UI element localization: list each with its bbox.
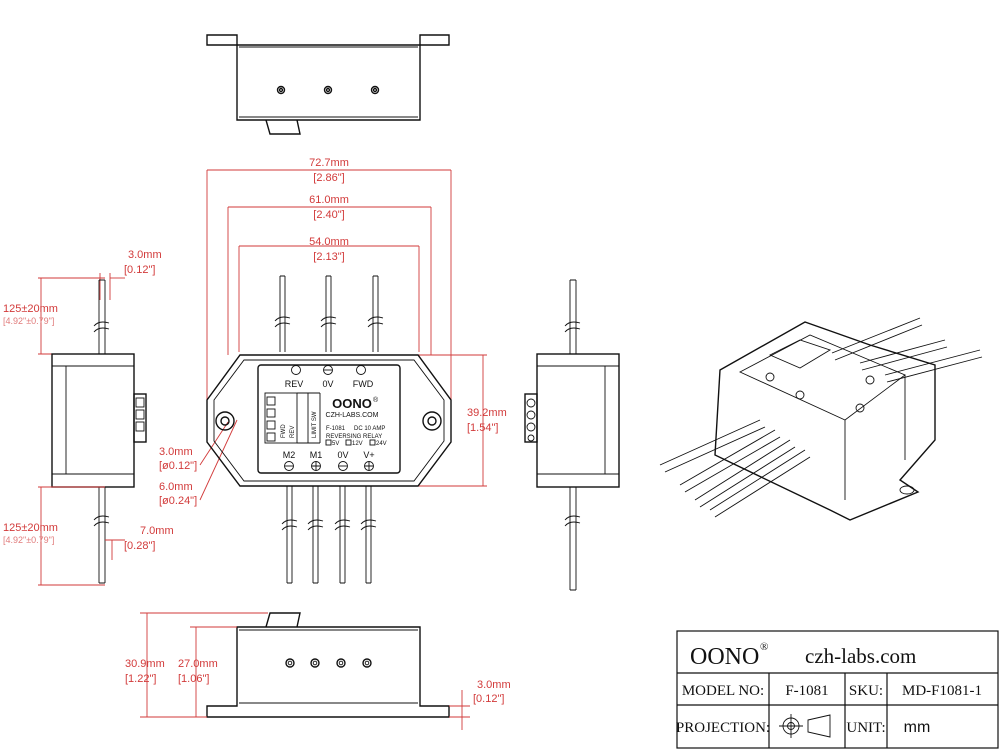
dim-wire-span: 54.0mm [309, 236, 349, 248]
title-brand: OONO [690, 644, 759, 670]
dim-flange-bot-in: [0.12"] [473, 693, 504, 705]
dim-flange-top-in: [0.12"] [124, 264, 155, 276]
front-view: REV 0V FWD FWD REV LIMIT SW OONO ® CZH-L… [206, 275, 452, 584]
device-brand: OONO [332, 396, 372, 411]
dim-height-in: [1.54"] [467, 422, 498, 434]
dim-total-height: 30.9mm [125, 658, 165, 670]
device-volt-12: 12V [352, 441, 363, 447]
unit-value: mm [904, 719, 931, 736]
dim-flange-bot: 3.0mm [477, 679, 511, 691]
sku-label: SKU: [849, 683, 883, 699]
dim-hole-large-in: [ø0.24"] [159, 495, 197, 507]
label-rev-col: REV [290, 426, 296, 438]
dim-hole-small-in: [ø0.12"] [159, 460, 197, 472]
device-rating: DC 10 AMP [354, 426, 385, 432]
model-value: F-1081 [785, 683, 828, 699]
dim-body-height-in: [1.06"] [178, 673, 209, 685]
title-website: czh-labs.com [805, 644, 916, 668]
dim-hole-large: 6.0mm [159, 481, 193, 493]
isometric-view [659, 317, 983, 521]
device-type: REVERSING RELAY [326, 434, 382, 440]
bottom-view: 30.9mm [1.22"] 27.0mm [1.06"] 3.0mm [0.1… [125, 612, 511, 730]
dim-wire-span-in: [2.13"] [313, 251, 344, 263]
dim-lead-top: 125±20mm [3, 303, 58, 315]
dim-lead-top-in: [4.92"±0.79"] [3, 316, 54, 326]
right-side-view [524, 279, 620, 591]
dim-hole-small: 3.0mm [159, 446, 193, 458]
sku-value: MD-F1081-1 [902, 683, 982, 699]
model-label: MODEL NO: [682, 683, 764, 699]
dim-wire-gap: 7.0mm [140, 525, 174, 537]
dim-lead-bot-in: [4.92"±0.79"] [3, 535, 54, 545]
title-block: OONO ® czh-labs.com MODEL NO: F-1081 SKU… [676, 630, 999, 749]
title-brand-mark: ® [760, 641, 768, 653]
left-side-view: 125±20mm [4.92"±0.79"] 3.0mm [0.12"] 125… [3, 249, 174, 586]
label-vplus: V+ [363, 450, 374, 460]
device-model: F-1081 [326, 426, 346, 432]
dim-total-height-in: [1.22"] [125, 673, 156, 685]
top-wires [274, 275, 384, 352]
top-view [206, 34, 450, 135]
label-fwd-col: FWD [281, 424, 287, 438]
bottom-wires [281, 486, 377, 584]
label-0v-top: 0V [322, 379, 333, 389]
dim-body-height: 27.0mm [178, 658, 218, 670]
dim-overall-width: 72.7mm [309, 157, 349, 169]
projection-label: PROJECTION: [676, 720, 770, 736]
device-volt-5: 5V [332, 441, 339, 447]
label-limit-sw: LIMIT SW [312, 411, 318, 438]
label-m1: M1 [310, 450, 323, 460]
projection-symbol-icon [779, 714, 831, 738]
dim-flange-top: 3.0mm [128, 249, 162, 261]
device-brand-mark: ® [373, 396, 379, 404]
label-rev: REV [285, 379, 304, 389]
dim-lead-bot: 125±20mm [3, 522, 58, 534]
front-dimensions: 72.7mm [2.86"] 61.0mm [2.40"] 54.0mm [2.… [159, 157, 507, 507]
unit-label: UNIT: [846, 720, 885, 736]
dim-body-width: 61.0mm [309, 194, 349, 206]
dim-body-width-in: [2.40"] [313, 209, 344, 221]
label-m2: M2 [283, 450, 296, 460]
dim-overall-width-in: [2.86"] [313, 172, 344, 184]
label-fwd: FWD [353, 379, 374, 389]
dim-height: 39.2mm [467, 407, 507, 419]
dim-wire-gap-in: [0.28"] [124, 540, 155, 552]
device-volt-24: 24V [376, 441, 387, 447]
device-site: CZH-LABS.COM [326, 412, 379, 419]
label-0v-bot: 0V [337, 450, 348, 460]
